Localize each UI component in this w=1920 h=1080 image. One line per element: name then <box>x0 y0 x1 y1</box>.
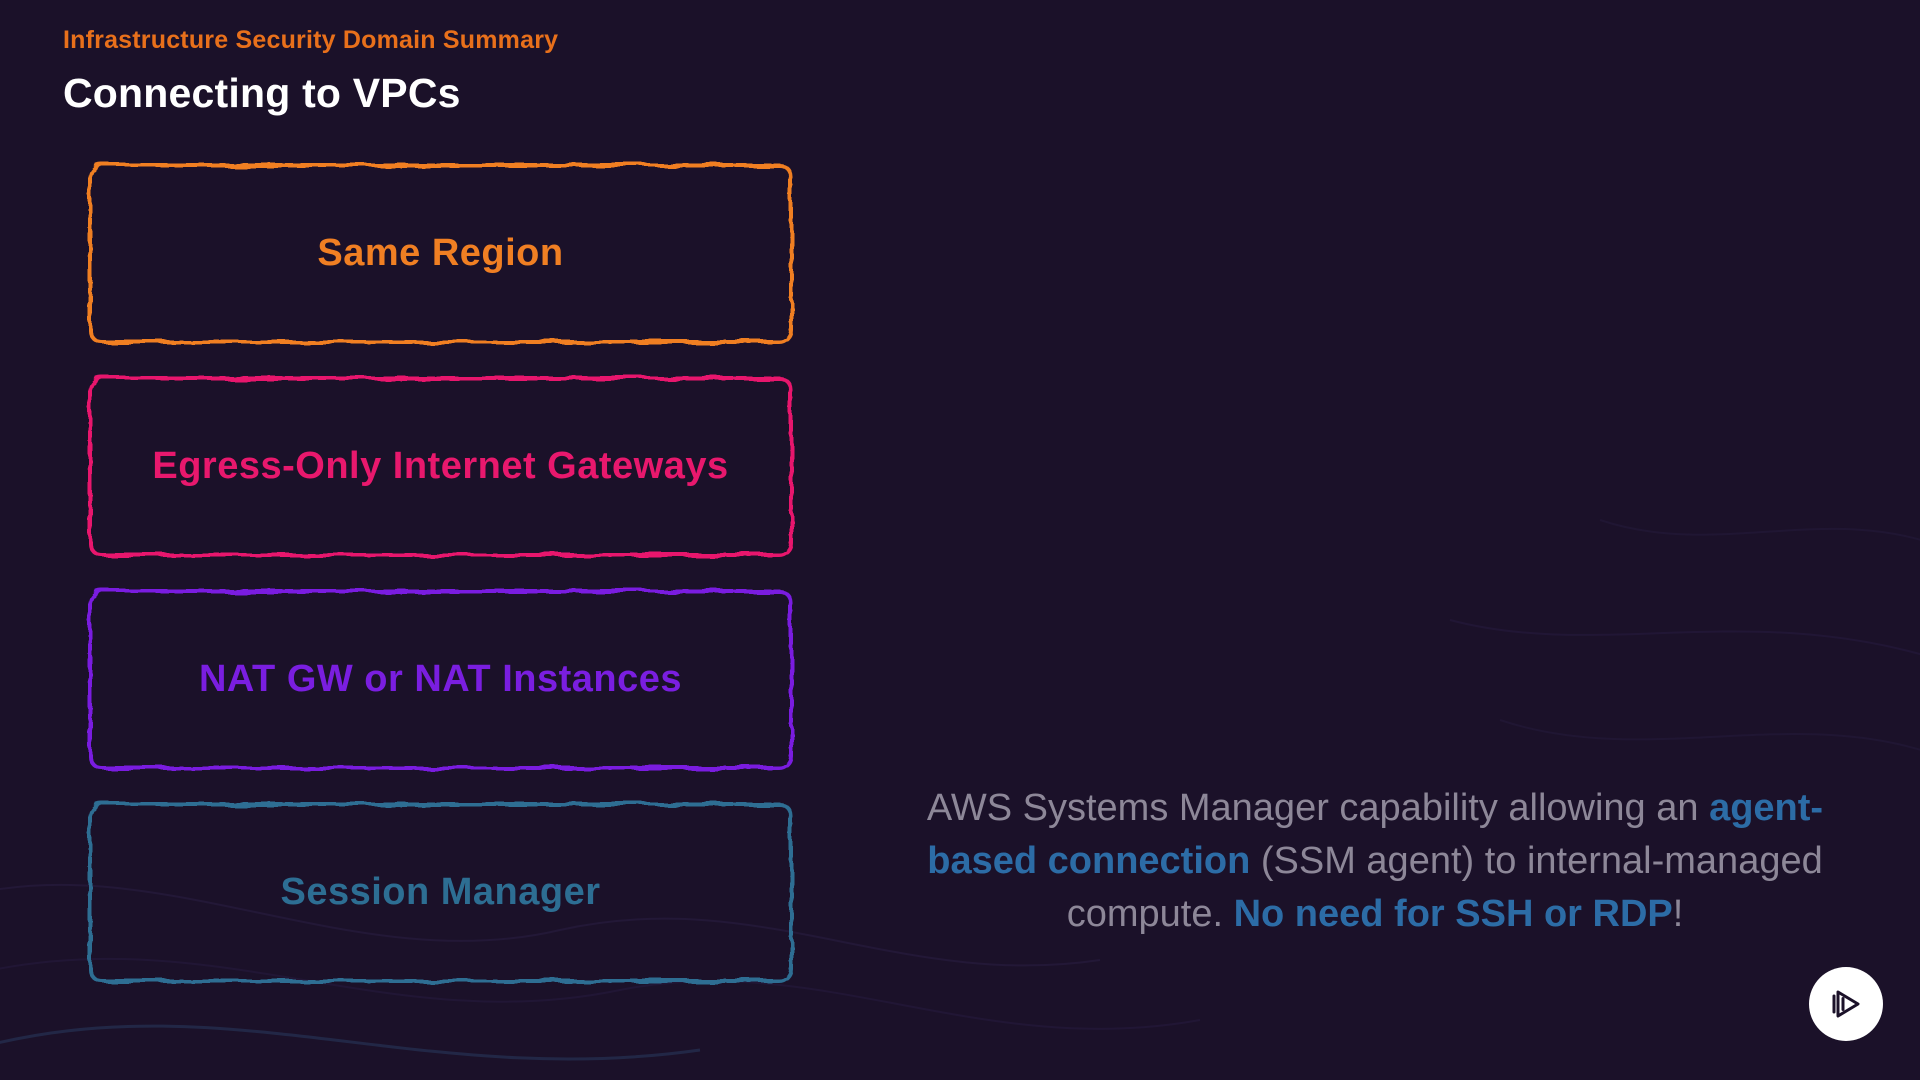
box-label: Session Manager <box>280 871 601 913</box>
pluralsight-logo <box>1809 967 1883 1041</box>
eyebrow-title: Infrastructure Security Domain Summary <box>63 26 559 54</box>
box-label: Same Region <box>317 232 564 274</box>
description-highlight: agent-based connection <box>927 787 1824 883</box>
description-part: ! <box>1672 893 1684 936</box>
description-part: AWS Systems Manager capability allowing … <box>926 787 1710 829</box>
box-session-manager: Session Manager <box>88 802 793 983</box>
concept-box-list: Same Region Egress-Only Internet Gateway… <box>88 163 793 1015</box>
description-text: AWS Systems Manager capability allowing … <box>905 782 1845 942</box>
box-border <box>88 589 793 770</box>
description-highlight: No need for SSH or RDP <box>1233 893 1673 936</box>
page-title: Connecting to VPCs <box>63 70 461 116</box>
box-border <box>88 163 793 344</box>
box-nat-gw-or-nat-instances: NAT GW or NAT Instances <box>88 589 793 770</box>
pluralsight-play-icon <box>1832 990 1860 1018</box>
box-same-region: Same Region <box>88 163 793 344</box>
box-egress-only-internet-gateways: Egress-Only Internet Gateways <box>88 376 793 557</box>
box-border <box>88 376 793 557</box>
box-label: NAT GW or NAT Instances <box>198 658 682 700</box>
description-part: (SSM agent) to internal-managed compute. <box>1066 840 1823 936</box>
box-label: Egress-Only Internet Gateways <box>152 445 729 487</box>
